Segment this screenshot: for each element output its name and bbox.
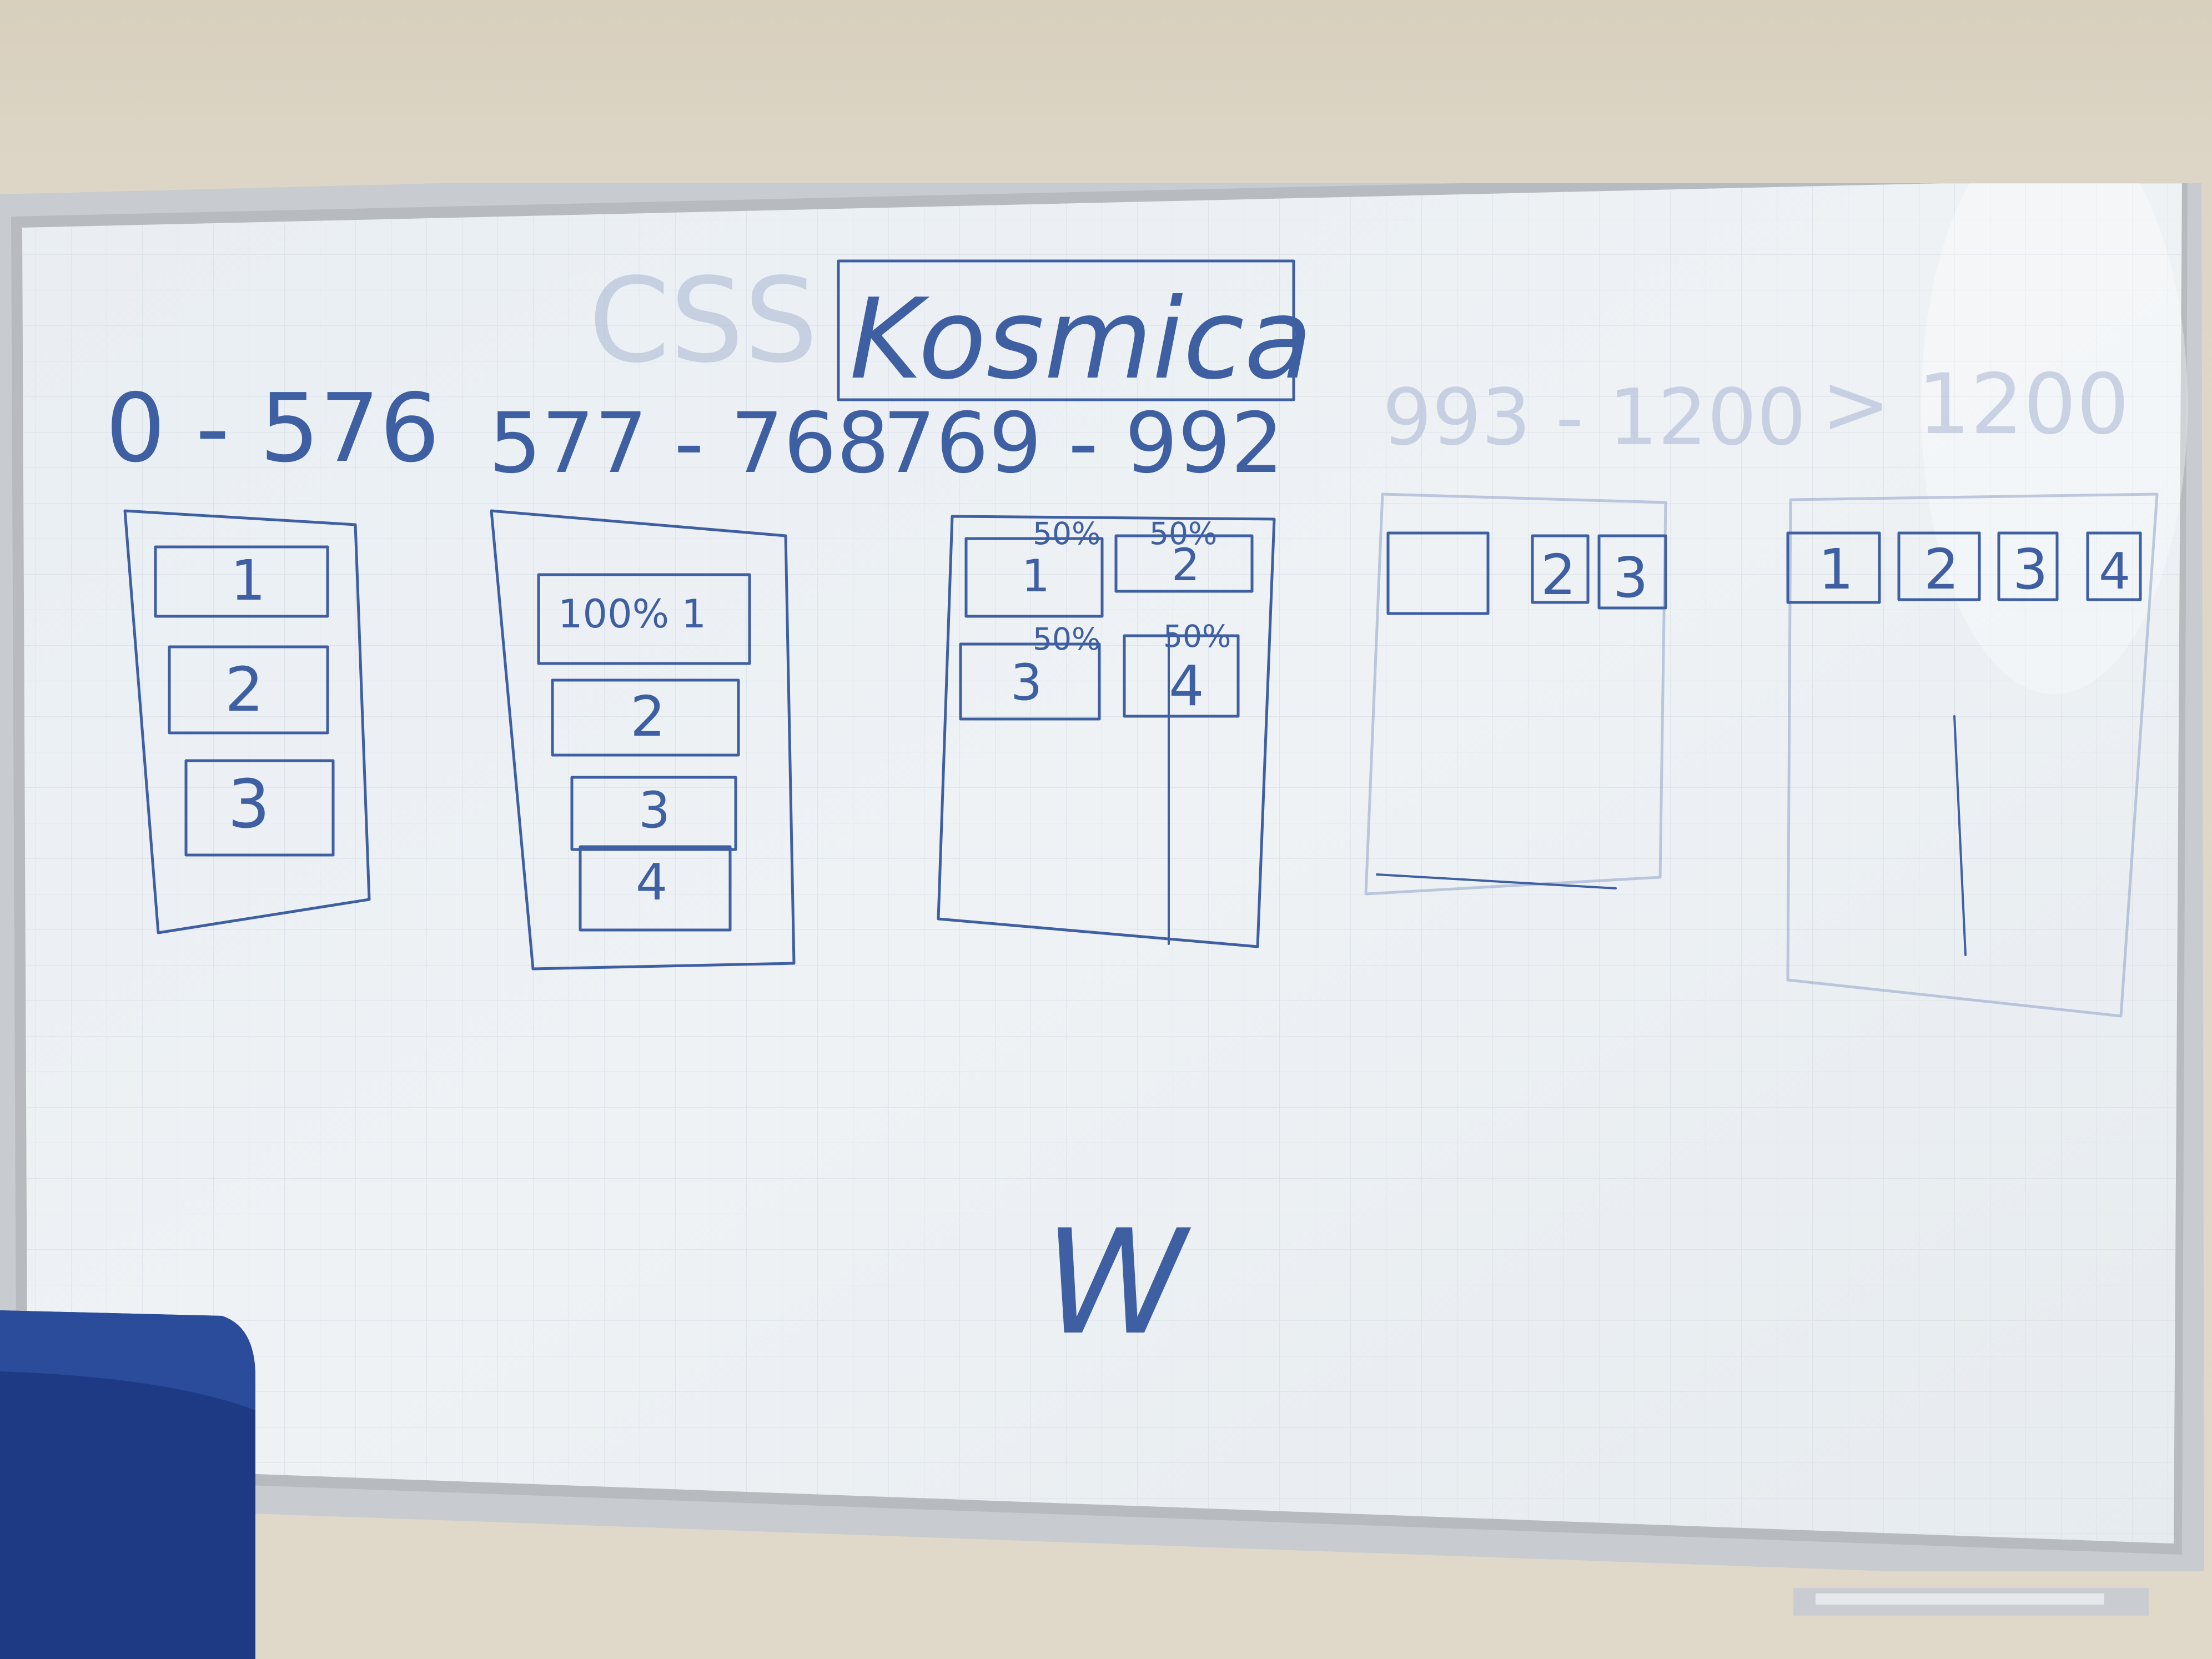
column-4-box-2 bbox=[1531, 534, 1590, 604]
column-3-box-4-label: 4 bbox=[1169, 653, 1204, 718]
column-1-box-3-label: 3 bbox=[228, 766, 270, 843]
column-2-box-2-label: 2 bbox=[630, 684, 666, 749]
column-3-box-3-note: 50% bbox=[1033, 621, 1100, 657]
column-2-box-4 bbox=[579, 845, 732, 932]
column-4-range: 993 - 1200 bbox=[1382, 373, 1806, 463]
column-3-box-4-note: 50% bbox=[1163, 619, 1231, 654]
column-5-box-2 bbox=[1897, 531, 1981, 601]
column-3-box-2-note: 50% bbox=[1149, 516, 1217, 551]
header-title-box bbox=[837, 259, 1295, 401]
column-2-box-2 bbox=[551, 678, 740, 757]
column-2-box-4-label: 4 bbox=[636, 853, 667, 912]
column-5-desktop-outline bbox=[1786, 492, 2159, 1018]
column-3-range: 769 - 992 bbox=[883, 395, 1284, 492]
scribble-text: W bbox=[1044, 1199, 1193, 1367]
column-3-box-3-label: 3 bbox=[1011, 653, 1042, 712]
column-1-box-3 bbox=[184, 759, 335, 857]
chair bbox=[0, 1310, 255, 1659]
column-5-range: > 1200 bbox=[1821, 356, 2129, 453]
column-3-box-2-label: 2 bbox=[1172, 539, 1200, 591]
column-2-phone-outline bbox=[490, 509, 796, 971]
column-1-box-1-label: 1 bbox=[230, 548, 266, 613]
column-2-box-1-label: 100% 1 bbox=[558, 591, 706, 637]
column-3-box-4 bbox=[1123, 634, 1240, 718]
column-5-box-2-label: 2 bbox=[1924, 537, 1959, 602]
header-css-text: CSS bbox=[589, 253, 818, 389]
column-3-tablet-outline bbox=[937, 515, 1276, 948]
column-1-box-2 bbox=[168, 645, 329, 735]
column-5-box-3-label: 3 bbox=[2013, 537, 2048, 602]
column-5-box-3 bbox=[1997, 531, 2059, 601]
column-2-box-3 bbox=[570, 776, 737, 851]
whiteboard bbox=[0, 183, 2204, 1571]
column-4-laptop-outline bbox=[1364, 492, 1667, 896]
column-2-range: 577 - 768 bbox=[489, 395, 889, 492]
column-4-box-3 bbox=[1597, 534, 1667, 610]
column-1-box-1 bbox=[154, 545, 329, 618]
column-5-box-4-label: 4 bbox=[2099, 542, 2130, 601]
column-4-box-2-label: 2 bbox=[1541, 542, 1576, 607]
column-1-phone-outline bbox=[123, 509, 371, 934]
column-1-range: 0 - 576 bbox=[105, 374, 440, 484]
marker-tray bbox=[1793, 1588, 2149, 1616]
column-3-box-2 bbox=[1114, 534, 1254, 593]
column-2-box-3-label: 3 bbox=[639, 781, 670, 839]
column-1-box-2-label: 2 bbox=[225, 654, 264, 725]
column-3-box-1-note: 50% bbox=[1033, 516, 1100, 551]
column-3-box-3 bbox=[959, 642, 1101, 721]
column-5-box-4 bbox=[2086, 531, 2142, 601]
column-5-box-1-label: 1 bbox=[1818, 537, 1854, 602]
column-3-box-1-label: 1 bbox=[1022, 550, 1050, 602]
column-5-box-1 bbox=[1786, 531, 1881, 604]
column-3-box-1 bbox=[964, 537, 1104, 618]
column-2-box-1 bbox=[537, 573, 751, 665]
header-title-text: Kosmica bbox=[849, 275, 1313, 404]
column-4-box-3-label: 3 bbox=[1613, 545, 1648, 610]
column-4-box-1 bbox=[1386, 531, 1490, 615]
